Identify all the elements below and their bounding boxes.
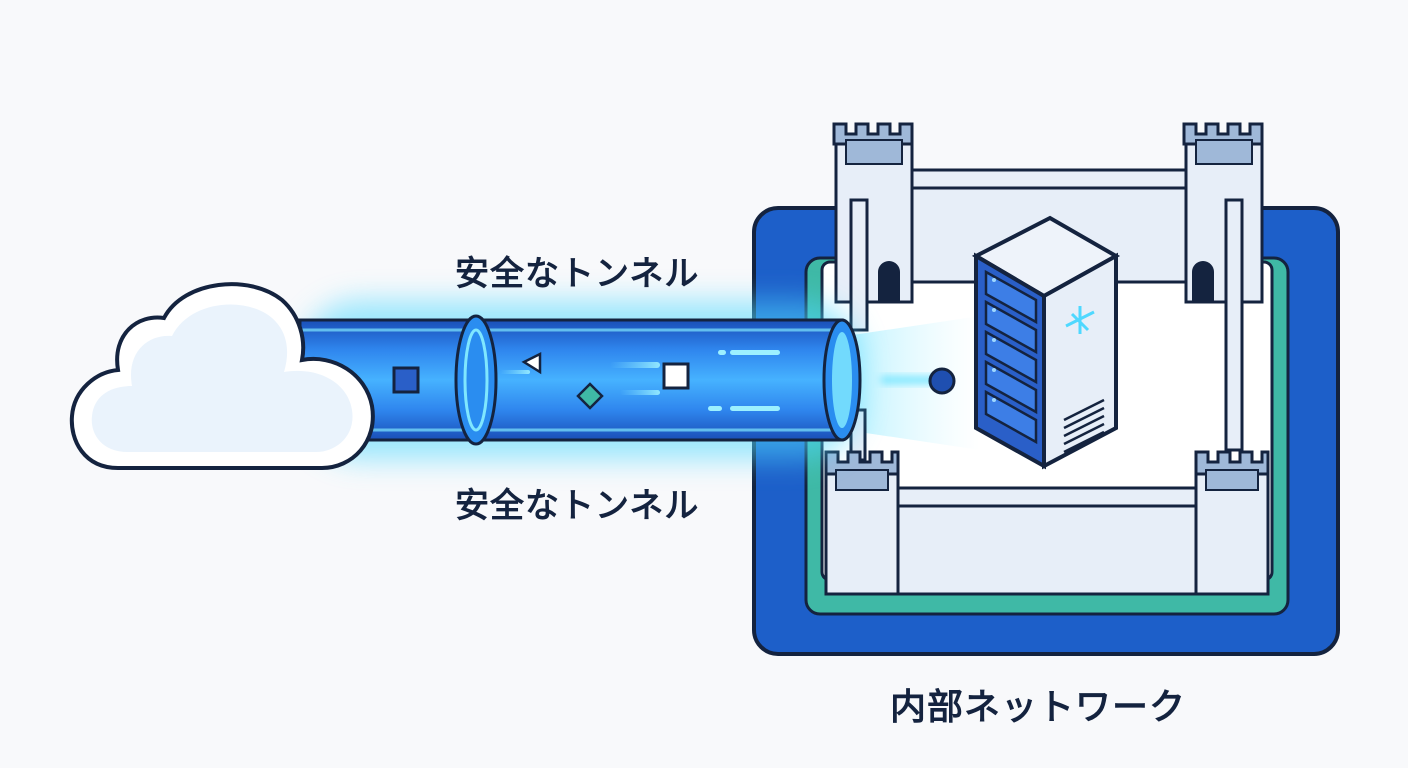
cloud-icon [69, 282, 375, 470]
internal-network-label: 内部ネットワーク [890, 687, 1187, 728]
tower-back-left [832, 122, 914, 332]
tunnel-body [298, 318, 844, 442]
tower-front-right [1194, 450, 1270, 596]
tunnel-ring-middle [454, 314, 498, 446]
secure-tunnel [298, 300, 862, 460]
endpoint-node [928, 367, 956, 395]
tunnel-label-top: 安全なトンネル [455, 254, 700, 294]
light-beam [846, 316, 980, 450]
castle-front-wall [893, 486, 1199, 596]
packet-diamond-icon [576, 382, 604, 410]
tower-back-right [1182, 122, 1264, 452]
back-wall-top [903, 168, 1197, 190]
shield-icon [1065, 306, 1095, 334]
packet-square-light-icon [662, 362, 690, 390]
tower-front-left [824, 408, 900, 596]
packet-triangle-icon [521, 351, 542, 375]
server-rack [971, 215, 1121, 470]
packet-square-icon [392, 366, 420, 394]
tunnel-label-bottom: 安全なトンネル [455, 486, 700, 526]
front-wall-top [893, 486, 1199, 508]
front-wall-face [893, 504, 1199, 596]
